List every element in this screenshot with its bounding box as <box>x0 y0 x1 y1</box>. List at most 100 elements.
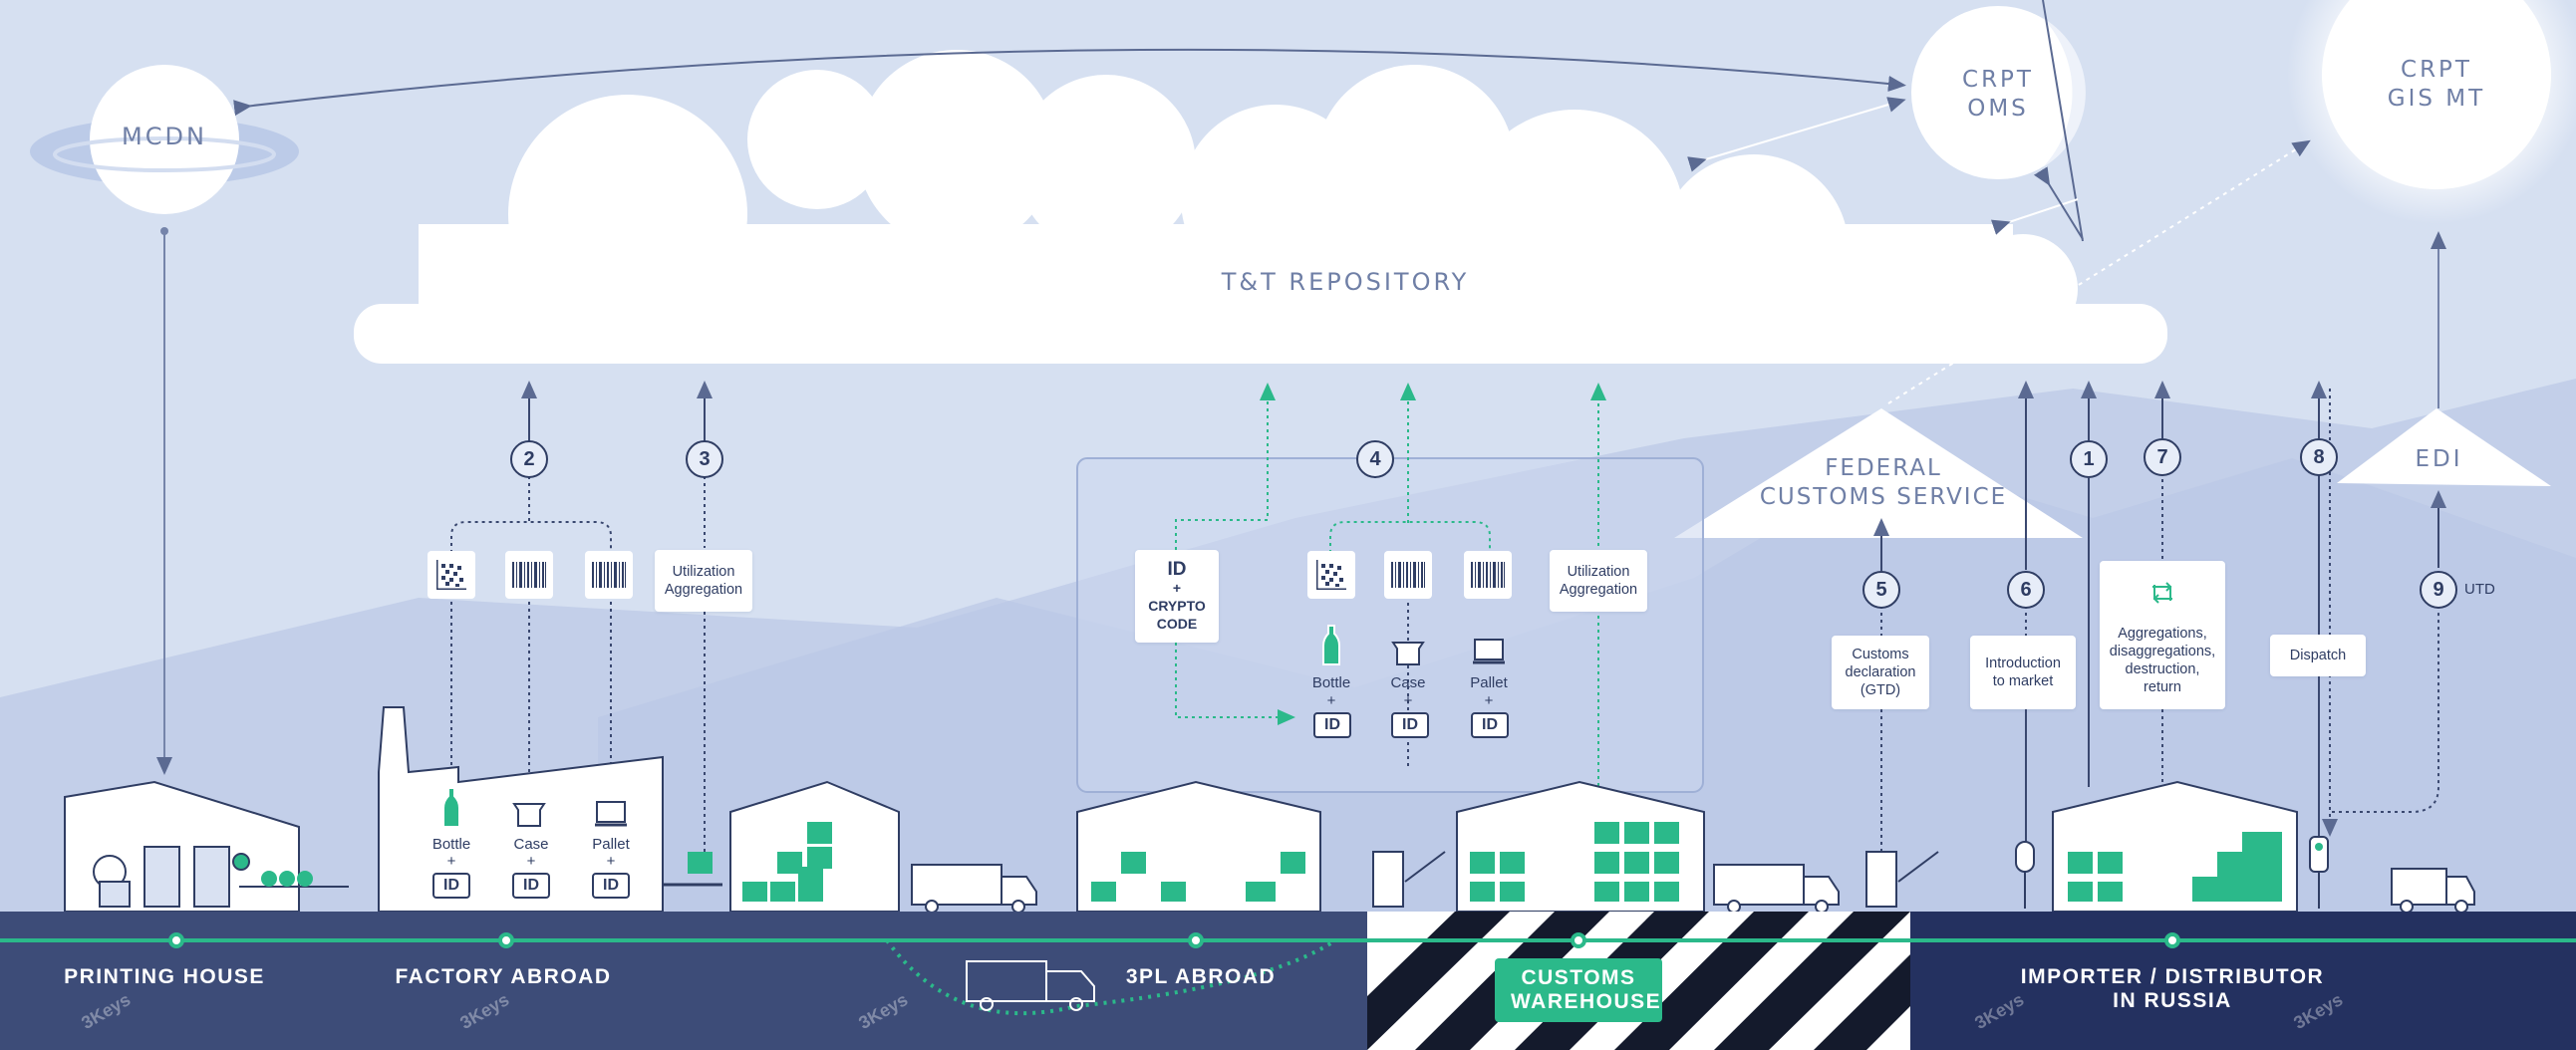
step-4-badge: 4 <box>1356 440 1394 478</box>
card-line: CRYPTO <box>1148 597 1206 614</box>
bottle-label: Bottle <box>1311 674 1351 691</box>
card-line: declaration <box>1845 664 1916 680</box>
case-label: Case <box>1390 674 1426 691</box>
card-line: CODE <box>1156 615 1198 632</box>
edi-mountain <box>2337 408 2551 486</box>
id-badge: ID <box>592 873 630 899</box>
bottle-label: Bottle <box>431 836 471 853</box>
band-russia <box>1910 912 2576 1050</box>
step-7-badge: 7 <box>2144 438 2181 476</box>
card-line: Introduction <box>1985 656 2061 671</box>
location-line: IN RUSSIA <box>2113 989 2232 1012</box>
location-importer-russia: IMPORTER / DISTRIBUTOR IN RUSSIA <box>2013 965 2332 1013</box>
id-badge: ID <box>1391 712 1429 738</box>
pallet-label: Pallet <box>592 836 630 853</box>
case-icon <box>512 802 546 833</box>
location-line: CUSTOMS <box>1521 966 1636 989</box>
card-line: Aggregation <box>1559 582 1638 598</box>
location-customs-warehouse: CUSTOMS WAREHOUSE <box>1495 958 1662 1022</box>
id-badge: ID <box>1313 712 1351 738</box>
printing-machine <box>93 846 349 908</box>
barcode-icon <box>585 551 633 599</box>
case-label: Case <box>513 836 549 853</box>
card-line: + <box>1172 579 1182 596</box>
crpt-gis-label: CRPT GIS MT <box>2342 56 2531 114</box>
crpt-gis-line-2: GIS MT <box>2387 85 2486 112</box>
truck-band <box>966 960 1095 1011</box>
plus-label: + <box>1484 692 1494 709</box>
plus-label: + <box>526 853 536 870</box>
mcdn-label: MCDN <box>122 123 207 150</box>
band-abroad <box>0 912 1367 1050</box>
card-line: (GTD) <box>1860 682 1901 698</box>
utd-label: UTD <box>2464 581 2495 598</box>
edi-label: EDI <box>2415 446 2463 472</box>
pallet-icon <box>594 800 628 833</box>
step-3-badge: 3 <box>686 440 723 478</box>
plus-label: + <box>1403 692 1413 709</box>
plus-label: + <box>606 853 616 870</box>
crpt-oms-label: CRPT OMS <box>1918 66 2078 124</box>
repository-label: T&T REPOSITORY <box>1221 268 1470 296</box>
aggregations-card: Aggregations,disaggregations,destruction… <box>2100 561 2225 709</box>
bottle-icon <box>442 787 460 834</box>
card-line: ID <box>1167 558 1187 580</box>
id-badge: ID <box>432 873 470 899</box>
crpt-gis-line-1: CRPT <box>2401 57 2472 83</box>
customs-service-line-2: CUSTOMS SERVICE <box>1759 483 2008 510</box>
customs-declaration-card: Customs declaration (GTD) <box>1832 636 1929 709</box>
datamatrix-code-icon <box>428 551 475 599</box>
pallet-label: Pallet <box>1470 674 1508 691</box>
location-factory-abroad: FACTORY ABROAD <box>395 965 612 988</box>
crpt-gis-planet <box>2322 0 2551 189</box>
card-line: Aggregation <box>664 582 743 598</box>
case-icon <box>1391 641 1425 671</box>
id-crypto-code-card: ID + CRYPTO CODE <box>1135 550 1219 643</box>
card-line: Aggregations, <box>2118 625 2207 642</box>
plus-label: + <box>1326 692 1336 709</box>
step-6-badge: 6 <box>2007 571 2045 609</box>
step-1-badge: 1 <box>2070 440 2108 478</box>
location-line: IMPORTER / DISTRIBUTOR <box>2020 965 2325 988</box>
step-5-badge: 5 <box>1862 571 1900 609</box>
crpt-oms-line-2: OMS <box>1967 95 2029 122</box>
step-8-badge: 8 <box>2300 438 2338 476</box>
barrier <box>1372 836 2329 909</box>
card-line: Utilization <box>672 564 735 580</box>
cycle-icon <box>2152 581 2172 604</box>
barcode-icon <box>1384 551 1432 599</box>
card-line: return <box>2144 678 2181 695</box>
barcode-icon <box>505 551 553 599</box>
location-line: WAREHOUSE <box>1511 990 1662 1013</box>
location-3pl-abroad: 3PL ABROAD <box>1125 965 1277 988</box>
card-line: Customs <box>1852 647 1909 662</box>
customs-service-label: FEDERAL CUSTOMS SERVICE <box>1724 454 2043 512</box>
id-badge: ID <box>512 873 550 899</box>
id-badge: ID <box>1471 712 1509 738</box>
step-2-badge: 2 <box>510 440 548 478</box>
datamatrix-code-icon <box>1307 551 1355 599</box>
crpt-oms-planet <box>1911 6 2085 179</box>
card-line: Utilization <box>1567 564 1630 580</box>
warehouse-customs <box>1456 780 1705 913</box>
plus-label: + <box>446 853 456 870</box>
customs-service-line-1: FEDERAL <box>1825 455 1942 481</box>
customs-mountain <box>1674 408 2083 538</box>
pallet-icon <box>1472 638 1506 670</box>
step-9-badge: 9 <box>2420 571 2457 609</box>
barcode-icon <box>1464 551 1512 599</box>
card-line: destruction, <box>2125 660 2200 677</box>
dispatch-card: Dispatch <box>2270 635 2366 676</box>
card-line: to market <box>1992 673 2054 689</box>
bottle-icon <box>1322 625 1340 671</box>
warehouse-3pl <box>1076 780 1321 913</box>
card-line: disaggregations, <box>2109 643 2216 659</box>
location-printing-house: PRINTING HOUSE <box>64 965 265 988</box>
introduction-to-market-card: Introduction to market <box>1970 636 2076 709</box>
crpt-oms-line-1: CRPT <box>1962 67 2034 93</box>
repository-cloud <box>354 50 2167 364</box>
